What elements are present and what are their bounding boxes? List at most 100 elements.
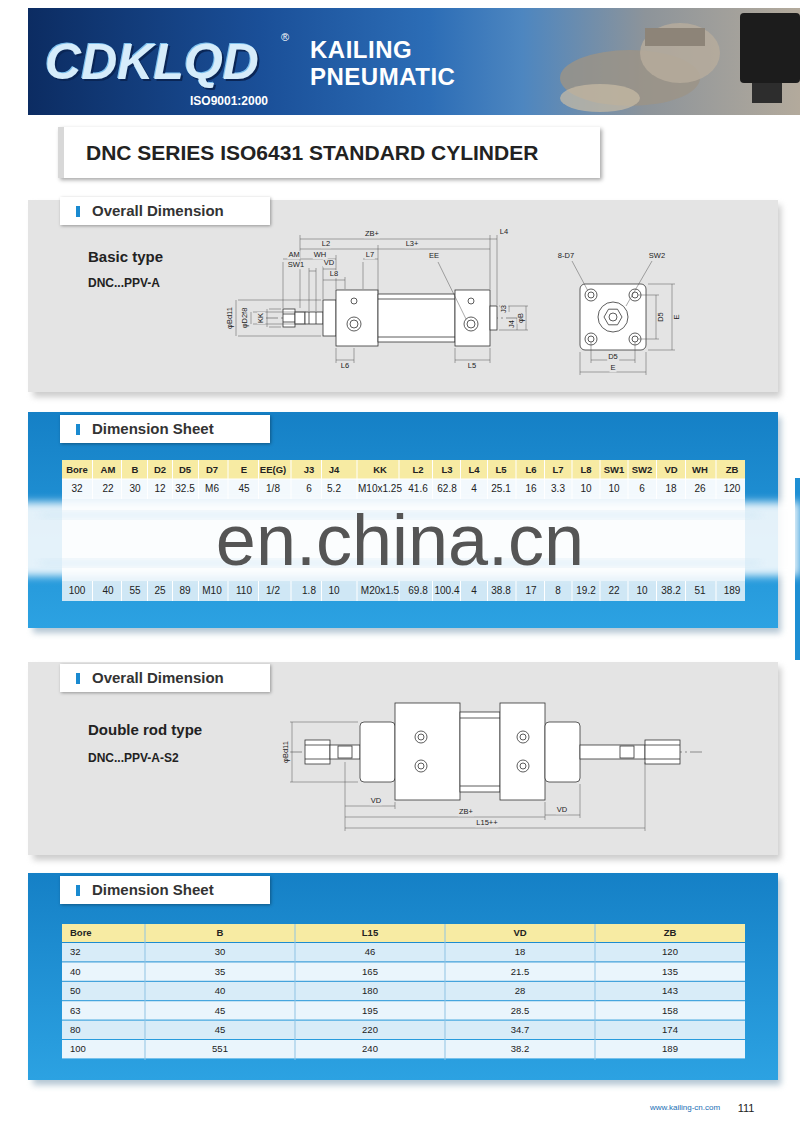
table-cell: 30 [129,484,140,494]
drawing-line [305,745,330,746]
dimension-label: L15++ [475,819,498,827]
table-cell: 46 [365,948,376,958]
drawing-line [121,460,122,479]
table-cell: 120 [724,484,741,494]
drawing-line [378,249,490,250]
table-header-cell: D5 [179,465,191,475]
drawing-line [290,782,358,783]
drawing-rect [455,290,490,346]
drawing-line [572,460,573,479]
table-cell: 25 [154,586,165,596]
drawing-line [258,581,259,601]
dimension-label: 8-D7 [557,252,575,260]
drawing-rect [62,982,745,1000]
table-header-cell: KK [373,465,387,475]
drawing-line [378,337,455,338]
drawing-rect [323,300,336,336]
drawing-line [572,479,573,499]
drawing-rect [620,746,634,758]
drawing-line [92,479,93,499]
drawing-line [345,817,545,818]
drawing-rect [338,746,352,758]
dimension-label: VD [556,806,568,814]
drawing-line [121,581,122,601]
dimension-label: ZB+ [458,808,474,816]
drawing-line [626,261,652,306]
dimension-label: SW1 [287,261,305,269]
table-cell: 10 [636,586,647,596]
drawing-rect [305,312,323,324]
drawing-line [628,479,629,499]
drawing-line [716,460,717,479]
dimension-label: φD2f8 [241,307,249,330]
table-cell: 18 [515,948,526,958]
section-title: Dimension Sheet [92,420,214,437]
drawing-rect [378,294,455,342]
drawing-line [432,479,433,499]
drawing-line [300,249,378,250]
drawing-circle [464,317,478,331]
table-cell: 174 [662,1025,678,1035]
table-cell: 32 [71,484,82,494]
drawing-line [198,581,199,601]
drawing-rect [395,703,460,800]
drawing-circle [585,289,597,301]
dimension-label: φBd11 [226,306,234,330]
drawing-line [591,342,592,363]
table-header-cell: SW1 [604,465,625,475]
section-tab: Overall Dimension [60,664,270,692]
table-cell: 4 [471,586,477,596]
drawing-rect [28,662,778,855]
drawing-line [309,312,310,324]
table-header-cell: L8 [580,465,591,475]
table-header-cell: VD [513,928,526,938]
drawing-line [685,581,686,601]
drawing-line [445,924,446,1060]
table-cell: 32.5 [175,484,194,494]
drawing-line [300,235,301,308]
drawing-line [487,460,488,479]
drawing-line [121,479,122,499]
table-cell: 1.8 [302,586,316,596]
drawing-circle [517,760,529,772]
table-cell: 4 [471,484,477,494]
table-header-cell: E [241,465,247,475]
drawing-line [516,460,517,479]
table-cell: 195 [362,1006,378,1016]
drawing-line [545,802,546,820]
drawing-line [238,336,321,337]
drawing-rect [360,722,395,782]
table-cell: 21.5 [511,967,530,977]
page-number: 111 [738,1103,755,1114]
drawing-line [460,718,500,719]
drawing-line [509,306,510,312]
table-header-cell: L7 [552,465,563,475]
drawing-line [635,342,636,363]
table-cell: M10x1.25 [358,484,402,494]
table-cell: 40 [102,586,113,596]
drawing-line [198,460,199,479]
table-cell: 50 [70,986,81,996]
drawing-line [172,581,173,601]
drawing-line [600,479,601,499]
table-header-cell: D7 [206,465,218,475]
table-cell: 63 [70,1006,81,1016]
dimension-label: ZB+ [364,230,380,238]
drawing-line [628,581,629,601]
table-header-cell: J3 [304,465,315,475]
table-cell: 40 [70,967,81,977]
table-cell: 38.2 [661,586,680,596]
drawing-line [544,460,545,479]
drawing-line [628,460,629,479]
dimension-label: VD [323,259,335,267]
table-cell: 5.2 [327,484,341,494]
drawing-circle [467,320,475,328]
drawing-line [92,460,93,479]
table-cell: 89 [179,586,190,596]
drawing-rect [330,745,360,759]
table-header-cell: Bore [70,928,92,938]
drawing-line [309,268,310,311]
drawing-rect [545,722,580,782]
drawing-line [487,581,488,601]
drawing-line [545,815,580,816]
